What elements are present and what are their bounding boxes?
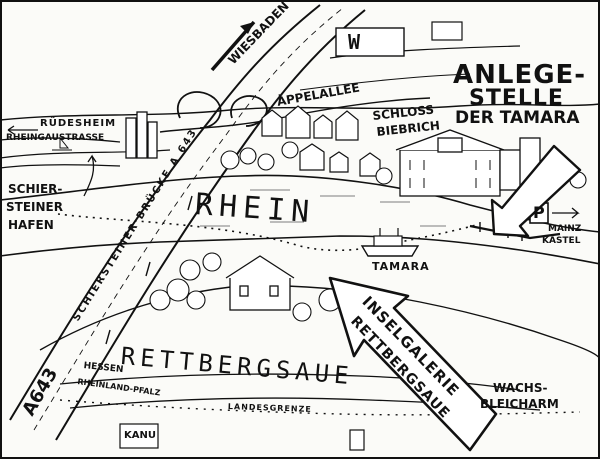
ruedesheim-arrow <box>7 125 38 135</box>
label-hafen-1: SCHIER- <box>8 182 63 196</box>
label-ruedesheim: RÜDESHEIM <box>40 118 117 129</box>
label-anlegestelle-1: ANLEGE- <box>453 60 587 90</box>
mainz-arrow <box>552 207 580 219</box>
label-wachsbleicharm-1: WACHS- <box>493 381 548 395</box>
w-sign-box <box>335 27 405 57</box>
harbour-basin <box>0 136 121 169</box>
label-mainz-1: MAINZ <box>548 224 582 234</box>
label-anlegestelle-2: STELLE <box>469 86 564 111</box>
state-border <box>59 399 581 416</box>
jetty-arrow <box>490 144 582 238</box>
rettbergsaue-island <box>39 252 600 361</box>
label-wachsbleicharm-2: BLEICHARM <box>480 397 559 411</box>
schloss-biebrich <box>395 129 541 197</box>
label-w-sign: W <box>348 30 361 54</box>
label-rhein: RHEIN <box>193 187 317 231</box>
hafen-pointer <box>83 154 97 197</box>
gallery-house <box>225 255 295 311</box>
label-parking: P <box>533 203 545 222</box>
biebrich-buildings <box>261 105 381 177</box>
silos <box>125 111 158 159</box>
label-rheingaustrasse: RHEINGAUSTRAßE <box>6 133 105 143</box>
label-hafen-2: STEINER <box>6 200 63 214</box>
label-mainz-2: KASTEL <box>542 236 581 246</box>
wiesbaden-arrow <box>210 20 256 72</box>
tamara-route <box>57 213 481 252</box>
label-kanu: KANU <box>124 430 156 441</box>
label-hafen-3: HAFEN <box>8 218 54 232</box>
tamara-boat <box>360 228 420 257</box>
gallery-arrow <box>328 276 498 452</box>
label-tamara: TAMARA <box>372 260 430 273</box>
schiersteiner-bridge <box>9 4 366 441</box>
label-anlegestelle-3: DER TAMARA <box>455 108 580 128</box>
